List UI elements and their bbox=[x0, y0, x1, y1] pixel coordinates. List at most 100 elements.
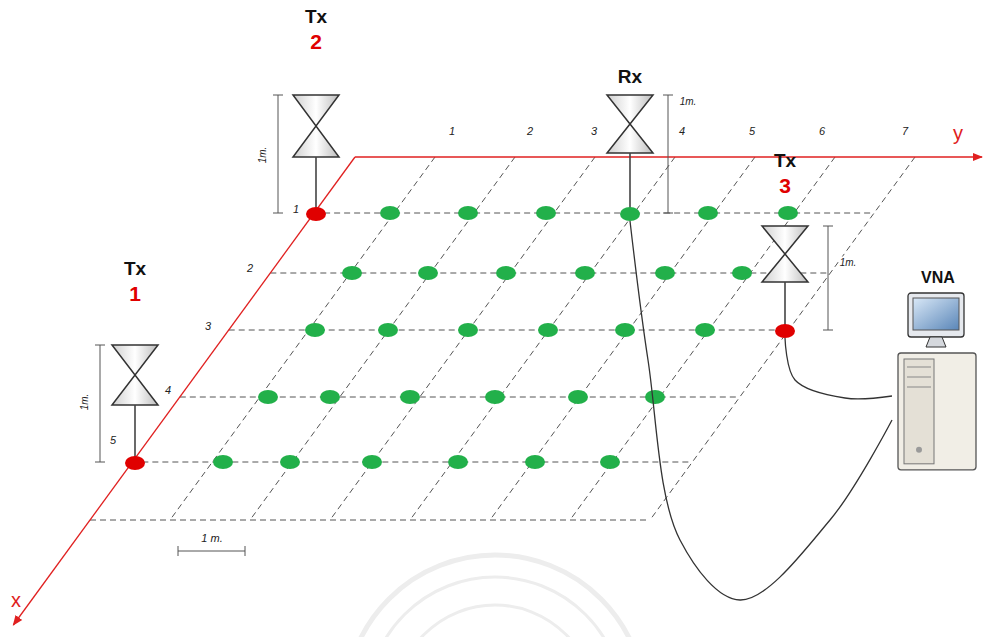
dimension-tick bbox=[273, 95, 283, 96]
antenna-element bbox=[762, 254, 808, 282]
antenna-mast bbox=[315, 157, 317, 213]
dimension-tick bbox=[178, 546, 179, 556]
measurement-point bbox=[568, 390, 588, 404]
antenna-element bbox=[293, 95, 339, 126]
grid-label: 2 bbox=[246, 262, 254, 274]
grid-line bbox=[229, 330, 789, 331]
drive-bay bbox=[907, 367, 931, 368]
measurement-point bbox=[320, 390, 340, 404]
grid-label: 1 m. bbox=[200, 532, 223, 544]
grid-label: 1 bbox=[448, 125, 456, 137]
watermark-ring bbox=[345, 555, 645, 637]
measurement-point bbox=[575, 266, 595, 280]
computer-front bbox=[904, 359, 934, 464]
y-axis bbox=[355, 156, 982, 157]
grid-line bbox=[270, 273, 830, 274]
antenna-symbol bbox=[755, 226, 815, 338]
grid-line bbox=[180, 397, 740, 398]
dimension-line bbox=[278, 95, 279, 213]
grid-label: 3 bbox=[204, 320, 212, 332]
antenna-node: Tx1 bbox=[107, 258, 163, 470]
node-text: 3 bbox=[755, 173, 815, 198]
monitor-screen bbox=[913, 298, 959, 330]
grid-line bbox=[250, 157, 515, 520]
dimension-tick bbox=[245, 546, 246, 556]
node-text: Tx bbox=[286, 6, 346, 29]
antenna-mast bbox=[629, 153, 631, 213]
antenna-node: Tx3 bbox=[755, 150, 815, 338]
grid-label: x bbox=[10, 589, 22, 611]
antenna-mast bbox=[784, 282, 786, 330]
grid-label: 7 bbox=[901, 125, 909, 137]
measurement-point bbox=[778, 206, 798, 220]
grid-label: 1m. bbox=[839, 257, 858, 268]
measurement-point bbox=[538, 323, 558, 337]
antenna-position-dot bbox=[775, 324, 795, 338]
grid-label: 5 bbox=[109, 434, 117, 446]
drive-bay bbox=[907, 377, 931, 378]
measurement-point bbox=[645, 390, 665, 404]
antenna-node: Tx2 bbox=[286, 6, 346, 221]
measurement-point bbox=[525, 455, 545, 469]
watermark-ring bbox=[395, 605, 595, 637]
node-label: Tx1 bbox=[107, 258, 163, 306]
antenna-element bbox=[293, 126, 339, 157]
node-text: 1 bbox=[107, 281, 163, 306]
grid-label: 1 bbox=[292, 203, 300, 215]
grid-label: 1m. bbox=[679, 96, 698, 107]
antenna-position-dot bbox=[306, 207, 326, 221]
grid-line bbox=[132, 462, 692, 463]
measurement-point bbox=[458, 323, 478, 337]
node-label: Tx2 bbox=[286, 6, 346, 54]
measurement-point bbox=[496, 266, 516, 280]
antenna-element bbox=[762, 226, 808, 254]
grid-line bbox=[410, 157, 675, 520]
grid-label: 5 bbox=[748, 125, 756, 137]
dimension-tick bbox=[823, 226, 833, 227]
node-text: 2 bbox=[286, 29, 346, 54]
measurement-point bbox=[213, 455, 233, 469]
measurement-point bbox=[258, 390, 278, 404]
node-text: Tx bbox=[755, 150, 815, 173]
node-label: VNA bbox=[892, 268, 984, 287]
computer-case bbox=[898, 353, 976, 470]
grid-line bbox=[570, 157, 835, 520]
grid-label: 3 bbox=[590, 125, 598, 137]
grid-label: 1m. bbox=[257, 146, 268, 165]
node-text: Rx bbox=[600, 66, 660, 89]
antenna-element bbox=[607, 95, 653, 124]
dimension-line bbox=[828, 226, 829, 330]
dimension-tick bbox=[95, 345, 105, 346]
dimension-tick bbox=[663, 95, 673, 96]
measurement-point bbox=[600, 455, 620, 469]
watermark-ring bbox=[367, 577, 623, 637]
measurement-point bbox=[536, 206, 556, 220]
grid-line bbox=[90, 520, 650, 521]
computer-symbol bbox=[892, 291, 984, 474]
measurement-point bbox=[280, 455, 300, 469]
antenna-element bbox=[112, 345, 158, 375]
antenna-symbol bbox=[107, 345, 163, 470]
grid-label: 6 bbox=[818, 125, 826, 137]
antenna-element bbox=[112, 375, 158, 405]
dimension-tick bbox=[663, 213, 673, 214]
measurement-point bbox=[695, 323, 715, 337]
dimension-tick bbox=[95, 462, 105, 463]
drive-bay bbox=[907, 387, 931, 388]
measurement-point bbox=[305, 323, 325, 337]
measurement-point bbox=[448, 455, 468, 469]
measurement-point bbox=[485, 390, 505, 404]
node-label: Tx3 bbox=[755, 150, 815, 198]
antenna-symbol bbox=[286, 95, 346, 221]
antenna-mast bbox=[134, 405, 136, 462]
antenna-symbol bbox=[600, 95, 660, 221]
measurement-point bbox=[732, 266, 752, 280]
measurement-point bbox=[458, 206, 478, 220]
measurement-point bbox=[400, 390, 420, 404]
measurement-point bbox=[655, 266, 675, 280]
dimension-line bbox=[100, 345, 101, 462]
measurement-point bbox=[362, 455, 382, 469]
grid-label: 4 bbox=[164, 384, 172, 396]
watermark bbox=[345, 555, 645, 637]
